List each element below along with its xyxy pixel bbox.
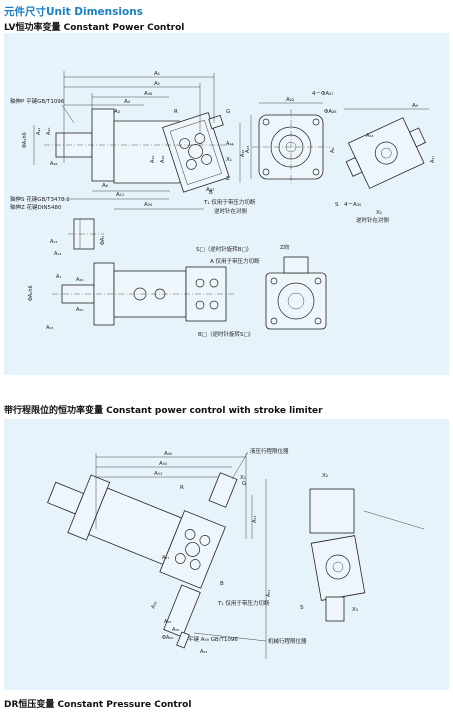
shaft-p-label: 轴伸P 平键GB/T1096 [10, 97, 65, 105]
a-note: A 仅用于带压力切断 [210, 257, 260, 265]
label-x3: X₃ [352, 607, 358, 613]
holes-label: 4－ΦA₂₇ [312, 91, 334, 97]
label-r: R [174, 109, 178, 115]
dim-a3: A₃ [114, 109, 120, 115]
dim-a50: A₅₀ [159, 461, 168, 467]
label-z: Z [226, 176, 230, 182]
label-b: B [209, 190, 213, 196]
label-x2: X₂ [376, 210, 382, 216]
dim-a48: A₄₈ [50, 161, 57, 167]
z-dir-label: Z向 [280, 243, 289, 251]
stroke-limiter-dimension-drawing: A₄₀ A₅₀ A₅₁ R G X₁ B 液压行程限位器 A₅₄ A₅₃ T₁ … [47, 447, 425, 659]
lv-bottom-view: ΦA₆h6 A₇ A₄₉ A₅₀ A₁₅ S□（逆时针旋转B□） A 仅用于带压… [28, 245, 260, 338]
page-title: 元件尺寸Unit Dimensions [4, 6, 143, 18]
dim-a44: A₄₄ [366, 133, 373, 139]
dim-a37: A₃₇ [206, 187, 214, 193]
label-x1: X₁ [240, 475, 246, 481]
t1-note: T₁ 仅用于带压力切断 [203, 198, 256, 206]
dim-a49: A₄₉ [76, 277, 83, 283]
label-r: R [180, 485, 184, 491]
control-block [162, 112, 230, 193]
dim-a18: A₁₈ [160, 156, 166, 163]
dim-a57: A₅₇ [162, 555, 169, 561]
hydraulic-limiter-label: 液压行程限位器 [250, 447, 289, 455]
dim-a56: A₅₆ [172, 627, 179, 633]
dim-a38: A₃₈ [144, 91, 153, 97]
stroke-limiter-end-view: X₂ S X₃ [300, 473, 425, 622]
dim-a15: A₁₅ [46, 325, 53, 331]
label-g: G [242, 481, 246, 487]
lv-side-view: A₁ A₂ A₃₈ A₄ A₃ 轴伸P 平键GB/T1096 R G B X₁ … [10, 71, 256, 215]
label-x1: X₁ [226, 157, 232, 163]
label-s: S [335, 202, 339, 208]
dim-a55: A₅₅ [164, 619, 171, 625]
dim-a10: A₁₀ [46, 128, 52, 135]
dim-a17: A₁₇ [430, 156, 436, 163]
dim-a2: A₂ [154, 81, 160, 87]
section-title-stroke-limiter: 带行程限位的恒功率变量 Constant power control with … [4, 406, 323, 416]
dim-a40: A₄₀ [164, 451, 173, 457]
dim-a51: A₅₁ [154, 471, 162, 477]
dim-phi-a26: ΦA₂₆ [324, 109, 337, 115]
stroke-limiter-drawing-panel: A₄₀ A₅₀ A₅₁ R G X₁ B 液压行程限位器 A₅₄ A₅₃ T₁ … [4, 419, 449, 690]
b-box-note: B□（逆时针旋转S□） [198, 330, 254, 338]
dim-a23: A₂₃ [245, 146, 251, 153]
ccw2-note: 逆时针在对侧 [356, 216, 390, 224]
label-x2: X₂ [322, 473, 328, 479]
dim-a14: A₁₄ [54, 251, 61, 257]
lv-flange-view: A₂₂ 4－ΦA₂₇ ΦA₂₆ A₂₃ A₈ [245, 91, 337, 185]
ccw-note: 逆时针在对侧 [214, 207, 248, 215]
dim-a54: A₅₄ [266, 590, 272, 597]
shaft-s-z-detail: 轴伸S 花键GB/T3478.1 轴伸Z 花键DIN5480 A₁₃ A₁₄ Φ… [10, 195, 106, 257]
label-g: G [226, 109, 230, 115]
s-box-note: S□（逆时针旋转B□） [196, 245, 252, 253]
dim-phi-a4h6: ΦA₄h6 [22, 132, 28, 148]
dim-a52: A₅₂ [200, 649, 207, 655]
dim-phi-a6h6: ΦA₆h6 [28, 285, 34, 301]
section-title-dr: DR恒压变量 Constant Pressure Control [4, 700, 192, 710]
key-label: 平键 A₅₉ GB/T1096 [188, 635, 238, 643]
holes2-label: 4－A₃₅ [344, 202, 361, 208]
dim-a9: A₉ [412, 103, 418, 109]
dim-a11: A₁₁ [116, 192, 124, 198]
shaft-z-label: 轴伸Z 花键DIN5480 [10, 203, 62, 211]
label-b: B [220, 581, 224, 587]
dim-phi-a60: ΦA₆₀ [162, 635, 173, 641]
dim-a12: A₁₂ [36, 128, 42, 135]
dim-a36: A₃₆ [240, 150, 246, 157]
dim-a58: A₅₈ [150, 601, 158, 610]
dim-a24: A₂₄ [226, 141, 233, 147]
lv-control-end-view: A₉ A₄₄ A₁₇ S 4－A₃₅ X₂ 逆时针在对侧 [335, 103, 436, 224]
shaft-s-label: 轴伸S 花键GB/T3478.1 [10, 195, 70, 203]
dim-a22: A₂₂ [286, 97, 294, 103]
lv-dimension-drawing: A₁ A₂ A₃₈ A₄ A₃ 轴伸P 平键GB/T1096 R G B X₁ … [10, 71, 436, 338]
section-title-lv: LV恒功率变量 Constant Power Control [4, 23, 185, 33]
dim-a39: A₃₉ [144, 202, 152, 208]
z-direction-view: Z向 [265, 243, 327, 330]
dim-a7: A₇ [56, 274, 61, 280]
label-s: S [300, 605, 304, 611]
dim-a1: A₁ [154, 71, 160, 77]
dim-a19: A₁₉ [150, 156, 156, 163]
dim-a53: A₅₃ [252, 516, 258, 523]
dim-a6: A₆ [102, 183, 109, 189]
dim-phi-a5: ΦA₅ [100, 236, 106, 245]
dim-a13: A₁₃ [50, 239, 57, 245]
stroke-limiter-side-view: A₄₀ A₅₀ A₅₁ R G X₁ B 液压行程限位器 A₅₄ A₅₃ T₁ … [47, 447, 307, 659]
t1-note: T₁ 仅用于带压力切断 [217, 599, 270, 607]
dim-a4: A₄ [124, 99, 131, 105]
dim-a50: A₅₀ [76, 307, 83, 313]
lv-drawing-panel: A₁ A₂ A₃₈ A₄ A₃ 轴伸P 平键GB/T1096 R G B X₁ … [4, 33, 449, 375]
mech-limiter-label: 机械行程限位器 [268, 637, 307, 645]
dim-a8: A₈ [330, 148, 336, 153]
